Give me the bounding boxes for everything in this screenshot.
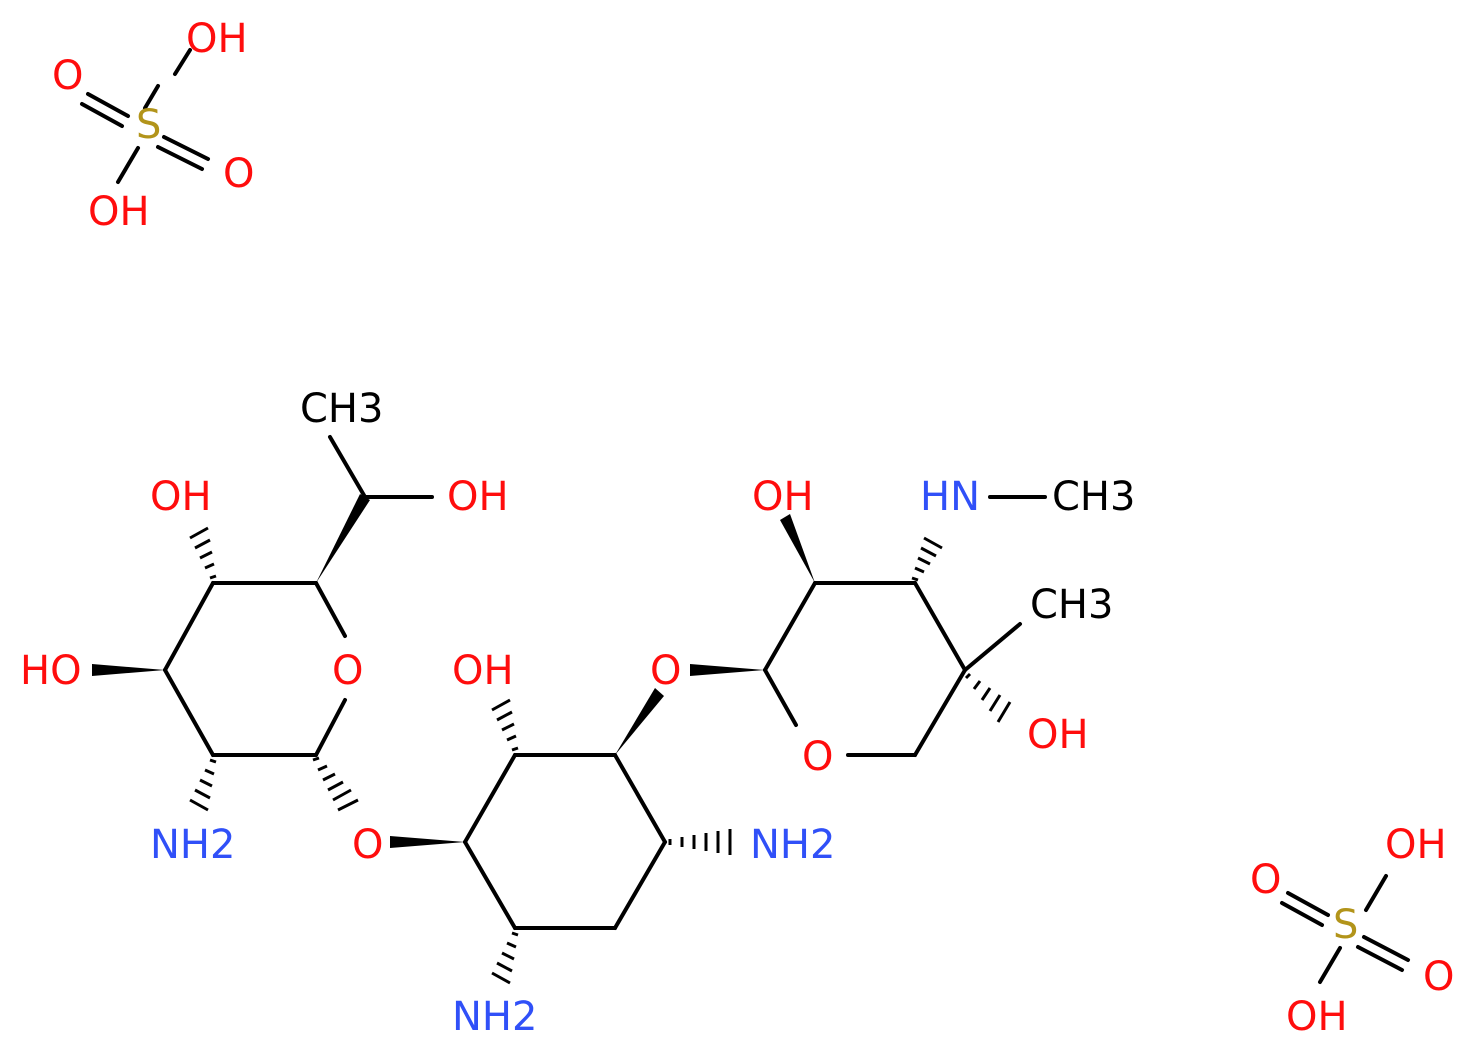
bond-s-o-left-a <box>1286 891 1330 917</box>
atom-oh: OH <box>1385 822 1447 868</box>
bond-s-oh-top <box>1364 874 1388 912</box>
wedge-bond <box>316 494 370 583</box>
bond <box>463 753 517 844</box>
bond-s-o-right-b <box>1356 945 1404 972</box>
hashed-bond <box>491 931 519 985</box>
atom-amine: NH2 <box>750 822 835 868</box>
bond <box>463 840 517 930</box>
bond <box>328 435 367 499</box>
bond-s-oh-bottom <box>116 146 140 184</box>
atom-oxygen: O <box>1250 857 1281 903</box>
bond-s-oh-top <box>143 84 160 110</box>
bond-s-o-right-b <box>156 145 204 171</box>
bond <box>314 581 347 638</box>
atom-oh: OH <box>1027 712 1089 758</box>
atom-amine: NH2 <box>150 822 235 868</box>
atom-oxygen: O <box>52 53 83 99</box>
atom-oh: OH <box>88 189 150 235</box>
atom-methyl: CH3 <box>1052 474 1135 520</box>
bond <box>913 581 967 672</box>
bond <box>163 581 215 672</box>
hashed-bond <box>312 756 359 812</box>
right-sugar-ring: OH HN CH3 CH3 OH O <box>690 474 1135 780</box>
bond <box>763 581 817 672</box>
atom-oh: HO <box>20 648 82 694</box>
atom-nh: HN <box>920 474 980 520</box>
atom-oh: OH <box>186 16 248 62</box>
central-cyclohexane-ring: OH NH2 NH2 O <box>390 648 835 1040</box>
bond <box>763 668 798 727</box>
atom-oh: OH <box>452 648 514 694</box>
atom-glycosidic-oxygen: O <box>352 822 383 868</box>
wedge-bond <box>690 664 765 676</box>
atom-oxygen: O <box>223 151 254 197</box>
bond <box>963 622 1022 672</box>
bond <box>314 698 347 757</box>
bond-s-o-left-b <box>1280 901 1324 927</box>
left-sugar-ring: CH3 OH OH HO O NH2 O <box>20 386 509 868</box>
wedge-bond <box>615 688 664 755</box>
bond <box>613 753 667 844</box>
wedge-bond <box>390 836 465 848</box>
hashed-bond <box>491 698 519 752</box>
hashed-bond <box>189 758 217 812</box>
atom-oh: OH <box>752 474 814 520</box>
atom-amine: NH2 <box>452 994 537 1040</box>
bond-s-o-left-b <box>80 102 124 128</box>
hashed-bond <box>964 672 1012 723</box>
bond <box>913 668 967 757</box>
wedge-bond <box>92 664 165 676</box>
bond-s-oh-bottom <box>1318 946 1342 984</box>
hashed-bond <box>911 536 943 582</box>
bond-s-o-right-a <box>162 135 210 161</box>
bond-s-oh-top-2 <box>173 48 192 76</box>
bond-s-o-right-a <box>1362 935 1410 962</box>
bond-s-o-left-a <box>86 92 130 118</box>
atom-ring-oxygen: O <box>802 734 833 780</box>
atom-oh: OH <box>1286 994 1348 1040</box>
atom-methyl: CH3 <box>1030 582 1113 628</box>
hashed-bond <box>189 526 217 580</box>
atom-sulfur: S <box>1333 902 1358 948</box>
atom-ring-oxygen: O <box>332 648 363 694</box>
wedge-bond <box>780 514 815 583</box>
atom-oh: OH <box>447 474 509 520</box>
sulfate-molecule-2: OH O S O OH <box>1250 822 1454 1040</box>
atom-sulfur: S <box>136 102 161 148</box>
atom-glycosidic-oxygen: O <box>650 648 681 694</box>
sulfate-molecule-1: OH O S O OH <box>52 16 254 235</box>
atom-methyl: CH3 <box>300 386 383 432</box>
bond <box>163 668 215 757</box>
hashed-bond <box>668 829 732 855</box>
atom-oh: OH <box>150 474 212 520</box>
bond <box>613 840 667 930</box>
atom-oxygen: O <box>1423 954 1454 1000</box>
